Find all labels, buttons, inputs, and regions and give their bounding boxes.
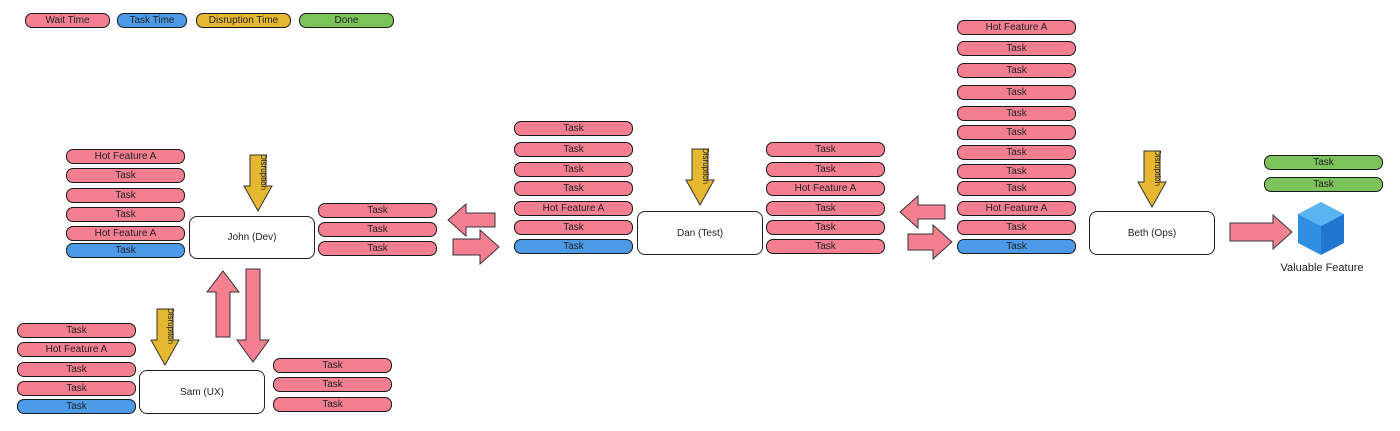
- done-item: Task: [1264, 177, 1383, 192]
- dan-output-item: Task: [766, 162, 885, 177]
- flow-arrow-right-beth-to-feature: [1229, 214, 1293, 250]
- beth-queue-item: Task: [957, 85, 1076, 100]
- dan-output-item: Task: [766, 220, 885, 235]
- cube-icon: [1298, 202, 1344, 255]
- john-queue-item: Task: [66, 188, 185, 203]
- beth-queue-item: Hot Feature A: [957, 20, 1076, 35]
- john-queue-item: Task: [66, 168, 185, 183]
- beth-queue-item: Hot Feature A: [957, 201, 1076, 216]
- sam-output-item: Task: [273, 397, 392, 412]
- sam-output-item: Task: [273, 377, 392, 392]
- done-item: Task: [1264, 155, 1383, 170]
- flow-arrow-left-dan-to-john: [447, 203, 496, 237]
- role-beth-ops: Beth (Ops): [1089, 211, 1215, 255]
- flow-arrow-right-dan-to-beth: [907, 224, 953, 260]
- disruption-arrow-john: Disruption: [243, 154, 273, 212]
- dan-queue-item: Task: [514, 181, 633, 196]
- disruption-arrow-sam: Disruption: [150, 308, 180, 366]
- disruption-label: Disruption: [259, 154, 268, 190]
- sam-active-task: Task: [17, 399, 136, 414]
- role-label: John (Dev): [227, 232, 277, 243]
- disruption-label: Disruption: [166, 308, 175, 344]
- beth-queue-item: Task: [957, 145, 1076, 160]
- sam-queue-item: Hot Feature A: [17, 342, 136, 357]
- dan-output-item: Hot Feature A: [766, 181, 885, 196]
- dan-active-task: Task: [514, 239, 633, 254]
- sam-queue-item: Task: [17, 323, 136, 338]
- dan-queue-item: Task: [514, 220, 633, 235]
- role-john-dev: John (Dev): [189, 216, 315, 259]
- john-active-task: Task: [66, 243, 185, 258]
- beth-queue-item: Task: [957, 106, 1076, 121]
- disruption-arrow-beth: Disruption: [1137, 150, 1167, 208]
- legend-task-time: Task Time: [117, 13, 187, 28]
- john-queue-item: Hot Feature A: [66, 149, 185, 164]
- legend-wait-time: Wait Time: [25, 13, 110, 28]
- role-label: Sam (UX): [180, 386, 224, 398]
- role-sam-ux: Sam (UX): [139, 370, 265, 414]
- beth-queue-item: Task: [957, 164, 1076, 179]
- beth-queue-item: Task: [957, 181, 1076, 196]
- dan-output-item: Task: [766, 239, 885, 254]
- role-label: Beth (Ops): [1127, 227, 1177, 239]
- disruption-label: Disruption: [1153, 150, 1162, 186]
- dan-queue-item: Task: [514, 162, 633, 177]
- sam-queue-item: Task: [17, 362, 136, 377]
- john-output-item: Task: [318, 222, 437, 237]
- flow-arrow-up-sam-to-john: [206, 270, 240, 338]
- disruption-arrow-dan: Disruption: [685, 148, 715, 206]
- role-dan-test: Dan (Test): [637, 211, 763, 255]
- role-label: Dan (Test): [676, 227, 724, 239]
- john-queue-item: Task: [66, 207, 185, 222]
- flow-arrow-left-beth-to-dan: [899, 195, 946, 229]
- beth-queue-item: Task: [957, 220, 1076, 235]
- dan-output-item: Task: [766, 142, 885, 157]
- legend-disruption-time: Disruption Time: [196, 13, 291, 28]
- john-output-item: Task: [318, 241, 437, 256]
- valuable-feature-caption: Valuable Feature: [1280, 262, 1364, 274]
- dan-queue-item: Task: [514, 142, 633, 157]
- dan-queue-item: Task: [514, 121, 633, 136]
- flow-arrow-right-john-to-dan: [452, 229, 500, 265]
- dan-output-item: Task: [766, 201, 885, 216]
- john-queue-item: Hot Feature A: [66, 226, 185, 241]
- beth-queue-item: Task: [957, 63, 1076, 78]
- flow-arrow-down-john-to-sam: [236, 268, 270, 363]
- sam-output-item: Task: [273, 358, 392, 373]
- legend-done: Done: [299, 13, 394, 28]
- sam-queue-item: Task: [17, 381, 136, 396]
- beth-active-task: Task: [957, 239, 1076, 254]
- disruption-label: Disruption: [701, 148, 710, 184]
- beth-queue-item: Task: [957, 125, 1076, 140]
- beth-queue-item: Task: [957, 41, 1076, 56]
- dan-queue-item: Hot Feature A: [514, 201, 633, 216]
- john-output-item: Task: [318, 203, 437, 218]
